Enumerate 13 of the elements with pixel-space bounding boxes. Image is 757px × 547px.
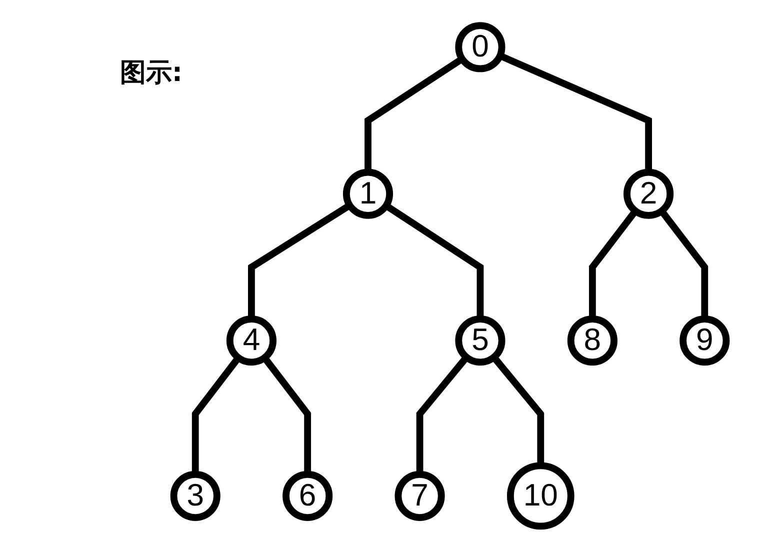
node-circle: 9 [680, 316, 730, 366]
node-circle: 5 [455, 316, 506, 366]
node-circle: 4 [226, 316, 276, 366]
node-circle: 7 [394, 470, 445, 521]
node-circle: 1 [342, 168, 394, 219]
node-circle: 8 [567, 316, 618, 366]
node-circle: 10 [506, 462, 574, 530]
diagram-title: 图示: [120, 57, 182, 90]
node-circle: 3 [170, 470, 220, 521]
connector [588, 208, 638, 319]
node-circle: 6 [282, 470, 333, 521]
node-circle: 2 [624, 168, 674, 219]
node-circle: 0 [455, 22, 506, 72]
